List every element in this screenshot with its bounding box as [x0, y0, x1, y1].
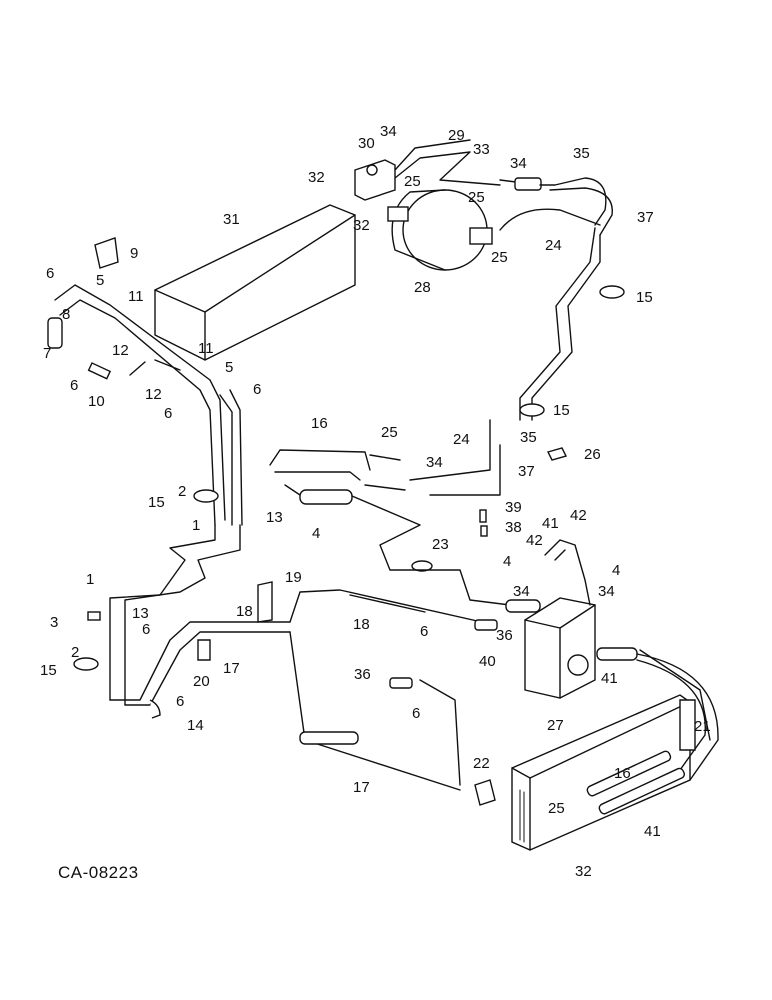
callout-36: 36: [496, 627, 513, 644]
callout-34: 34: [426, 454, 443, 471]
callout-5: 5: [96, 272, 104, 289]
tank-31: [154, 204, 356, 361]
callout-2: 2: [178, 483, 186, 500]
callout-15: 15: [40, 662, 57, 679]
callout-15: 15: [553, 402, 570, 419]
callout-6: 6: [176, 693, 184, 710]
callout-34: 34: [513, 583, 530, 600]
callout-26: 26: [584, 446, 601, 463]
callout-32: 32: [575, 863, 592, 880]
callout-34: 34: [380, 123, 397, 140]
callout-23: 23: [432, 536, 449, 553]
callout-13: 13: [266, 509, 283, 526]
callout-6: 6: [70, 377, 78, 394]
valve-block-30: [354, 159, 396, 201]
callout-38: 38: [505, 519, 522, 536]
callout-6: 6: [142, 621, 150, 638]
callout-29: 29: [448, 127, 465, 144]
callout-30: 30: [358, 135, 375, 152]
callout-15: 15: [148, 494, 165, 511]
callout-3: 3: [50, 614, 58, 631]
callout-6: 6: [46, 265, 54, 282]
callout-25: 25: [491, 249, 508, 266]
callout-33: 33: [473, 141, 490, 158]
callout-6: 6: [420, 623, 428, 640]
callout-6: 6: [412, 705, 420, 722]
callout-18: 18: [353, 616, 370, 633]
callout-31: 31: [223, 211, 240, 228]
callout-6: 6: [164, 405, 172, 422]
callout-6: 6: [253, 381, 261, 398]
callout-17: 17: [353, 779, 370, 796]
callout-41: 41: [542, 515, 559, 532]
callout-7: 7: [43, 345, 51, 362]
callout-32: 32: [353, 217, 370, 234]
callout-41: 41: [644, 823, 661, 840]
callout-16: 16: [311, 415, 328, 432]
figure-code: CA-08223: [58, 863, 139, 882]
bracket-9: [94, 237, 119, 269]
callout-35: 35: [520, 429, 537, 446]
callout-25: 25: [548, 800, 565, 817]
callout-20: 20: [193, 673, 210, 690]
callout-11: 11: [198, 340, 214, 357]
callout-25: 25: [381, 424, 398, 441]
callout-22: 22: [473, 755, 490, 772]
callout-41: 41: [601, 670, 618, 687]
callout-42: 42: [570, 507, 587, 524]
accumulator-28: [387, 189, 493, 271]
callout-8: 8: [62, 306, 70, 323]
callout-1: 1: [192, 517, 200, 534]
cooler-27: [511, 694, 691, 851]
clamps-15: [73, 285, 625, 671]
callout-13: 13: [132, 605, 149, 622]
callout-42: 42: [526, 532, 543, 549]
hoses-middle: [269, 449, 511, 606]
pump-40: [505, 539, 638, 699]
callout-14: 14: [187, 717, 204, 734]
long-lines: [289, 589, 496, 791]
callout-39: 39: [505, 499, 522, 516]
callout-34: 34: [510, 155, 527, 172]
callout-4: 4: [503, 553, 511, 570]
callout-34: 34: [598, 583, 615, 600]
callout-28: 28: [414, 279, 431, 296]
callout-19: 19: [285, 569, 302, 586]
callout-25: 25: [468, 189, 485, 206]
upper-lines: [394, 139, 613, 496]
callout-11: 11: [128, 288, 144, 305]
callout-21: 21: [694, 718, 711, 735]
callout-37: 37: [637, 209, 654, 226]
callout-32: 32: [308, 169, 325, 186]
callout-16: 16: [614, 765, 631, 782]
left-tubing: [54, 284, 291, 706]
callout-35: 35: [573, 145, 590, 162]
callout-12: 12: [145, 386, 162, 403]
callout-18: 18: [236, 603, 253, 620]
callout-12: 12: [112, 342, 129, 359]
callout-2: 2: [71, 644, 79, 661]
callout-10: 10: [88, 393, 105, 410]
callout-5: 5: [225, 359, 233, 376]
callout-36: 36: [354, 666, 371, 683]
callout-1: 1: [86, 571, 94, 588]
small-parts: [47, 317, 696, 806]
callout-40: 40: [479, 653, 496, 670]
callout-9: 9: [130, 245, 138, 262]
callout-17: 17: [223, 660, 240, 677]
callout-15: 15: [636, 289, 653, 306]
callout-4: 4: [612, 562, 620, 579]
callout-27: 27: [547, 717, 564, 734]
callout-labels: 30 34 29 33 34 35 32 25 25 32 31 37 24 2…: [40, 123, 711, 880]
callout-24: 24: [453, 431, 470, 448]
cooler-hoses: [586, 649, 719, 815]
callout-37: 37: [518, 463, 535, 480]
callout-24: 24: [545, 237, 562, 254]
callout-25: 25: [404, 173, 421, 190]
callout-4: 4: [312, 525, 320, 542]
